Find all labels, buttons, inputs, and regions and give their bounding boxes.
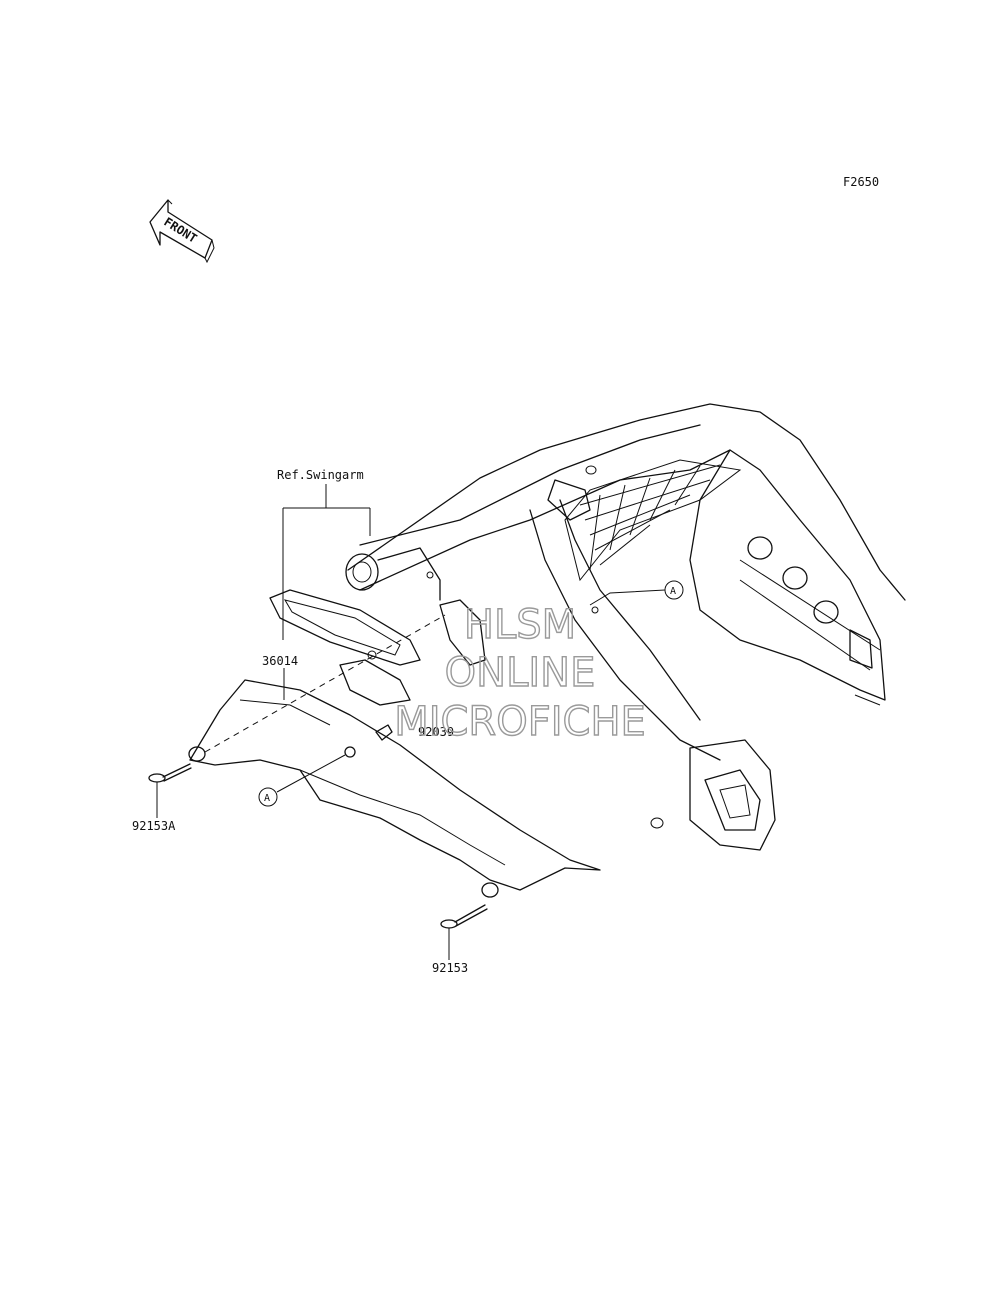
part-label-36014: 36014 bbox=[262, 654, 298, 668]
watermark-line-2: ONLINE bbox=[445, 650, 596, 696]
callout-a-right-letter: A bbox=[670, 586, 676, 597]
watermark-line-1: HLSM bbox=[464, 602, 576, 648]
figure-code: F2650 bbox=[843, 175, 879, 189]
dashed-leader bbox=[204, 614, 446, 753]
swingarm bbox=[345, 403, 906, 851]
part-label-92153: 92153 bbox=[432, 961, 468, 975]
part-label-92039: 92039 bbox=[418, 725, 454, 739]
bolt-92153A-icon bbox=[148, 763, 192, 783]
watermark: HLSM ONLINE MICROFICHE bbox=[393, 601, 646, 745]
part-label-92153A: 92153A bbox=[132, 819, 176, 833]
front-arrow-icon: FRONT bbox=[149, 199, 215, 264]
screw-92039-icon bbox=[375, 724, 393, 741]
callout-a-right: A bbox=[589, 580, 684, 606]
ref-swingarm-label: Ref.Swingarm bbox=[277, 468, 364, 482]
ref-bracket bbox=[282, 484, 371, 640]
callout-a-left: A bbox=[258, 754, 346, 807]
chain-cover bbox=[188, 679, 601, 898]
inner-chain-guard bbox=[269, 589, 486, 706]
callout-a-left-letter: A bbox=[264, 793, 270, 804]
watermark-line-3: MICROFICHE bbox=[394, 699, 646, 745]
bolt-92153-icon bbox=[440, 904, 488, 929]
